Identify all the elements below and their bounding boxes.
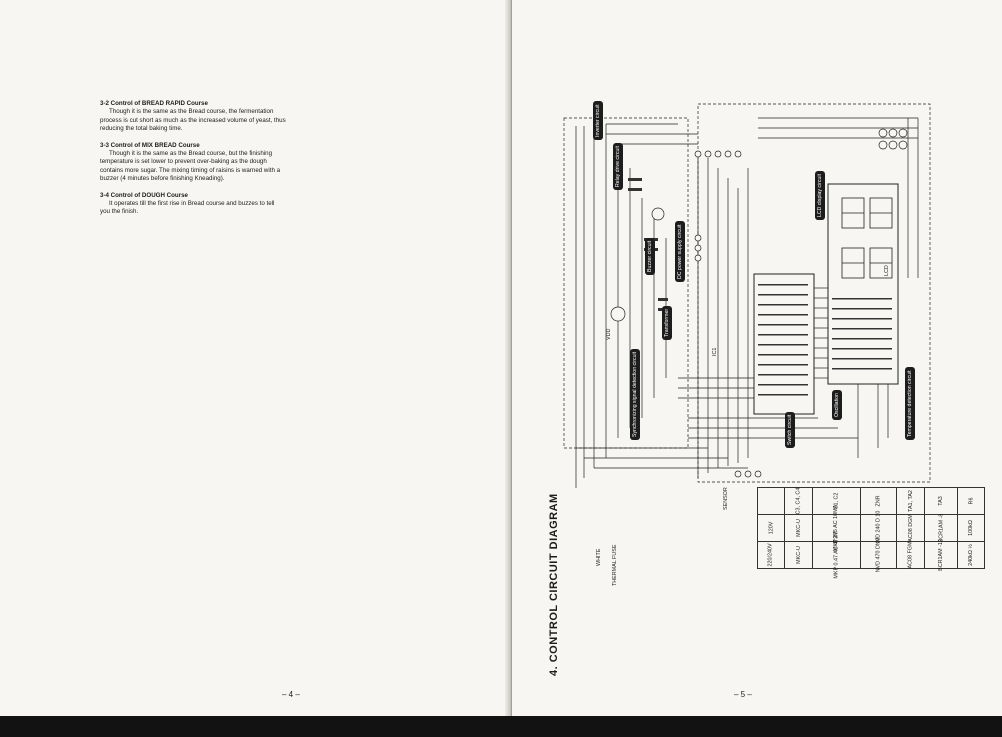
callout-lcd-display-circuit: LCD display circuit [815, 171, 825, 220]
table-cell: NVD 240 D 10 [859, 511, 897, 545]
callout-buzzer-circuit: Buzzer circuit [645, 237, 655, 275]
page-number-left: – 4 – [282, 690, 300, 699]
callout-switch-circuit: Switch circuit [785, 411, 795, 448]
table-cell [757, 487, 785, 515]
section-body: Though it is the same as the Bread cours… [100, 108, 286, 133]
section-heading: 3-3 Control of MIX BREAD Course [100, 141, 200, 149]
table-cell: BCR1AM -8 [924, 514, 959, 542]
table-cell: 240kΩ ½ [957, 541, 986, 569]
vdd-label: VDD [606, 328, 612, 340]
callout-synchronizing-signal-detection: Synchronizing signal detection circuit [630, 348, 640, 440]
table-cell: AC08 DGM [895, 514, 926, 542]
section-heading: 3-2 Control of BREAD RAPID Course [100, 100, 208, 107]
component-value-table: C3, C4, C4 C1, C2 ZNR TA1, TA2 TA3 R6 12… [757, 487, 986, 579]
callout-transformer: Transformer [662, 305, 672, 340]
lcd-label: LCD [884, 265, 890, 276]
table-cell: MKP 0.47 AC 473M [811, 531, 861, 579]
scan-bottom-edge [0, 716, 1002, 737]
white-wire-label: WHITE [596, 548, 602, 566]
diagram-title: 4. CONTROL CIRCUIT DIAGRAM [548, 493, 560, 676]
table-cell: TA3 [924, 487, 959, 515]
table-cell: AC08 FGM [895, 541, 926, 569]
sensor-label: SENSOR [723, 487, 729, 510]
table-cell: MKC-U [784, 514, 813, 542]
table-cell: MKC-U [784, 541, 813, 569]
table-cell: R6 [957, 487, 986, 515]
section-body: Though it is the same as the Bread cours… [100, 150, 281, 183]
callout-relay-drive-circuit: Relay drive circuit [613, 143, 623, 190]
page-number-right: – 5 – [734, 690, 752, 699]
thermal-fuse-label: THERMAL FUSE [612, 544, 618, 586]
table-cell: 100kΩ [957, 514, 986, 542]
text-column: 3-2 Control of BREAD RAPID Course Though… [100, 100, 286, 225]
table-cell: C3, C4, C4 [784, 487, 813, 515]
callout-dc-power-supply-circuit: DC power supply circuit [675, 221, 685, 282]
table-row: 220/240V MKC-U MKP 0.47 AC 473M NVD 470 … [757, 531, 986, 579]
section-body: It operates till the first rise in Bread… [100, 200, 275, 216]
table-row: C3, C4, C4 C1, C2 ZNR TA1, TA2 TA3 R6 [757, 487, 986, 515]
table-cell: TA1, TA2 [895, 487, 926, 515]
left-page: 3-2 Control of BREAD RAPID Course Though… [0, 0, 510, 716]
section-heading: 3-4 Control of DOUGH Course [100, 191, 189, 199]
table-cell: BCR1AM -12 [924, 539, 959, 571]
circuit-diagram [563, 103, 931, 488]
ic-label: IC1 [712, 347, 718, 356]
table-cell: C1, C2 [811, 487, 861, 515]
table-cell: NVD 470 D 10 [859, 538, 897, 572]
table-cell: MKP 275 AC 10MA [811, 505, 861, 551]
table-row: 120V MKC-U MKP 275 AC 10MA NVD 240 D 10 … [757, 505, 986, 551]
callout-oscillation: Oscillation [832, 390, 842, 420]
table-cell: 120V [757, 514, 785, 542]
callout-temperature-detection-circuit: Temperature detection circuit [905, 367, 915, 440]
table-cell: 220/240V [757, 541, 785, 569]
callout-inverter-circuit: Inverter circuit [593, 101, 603, 140]
